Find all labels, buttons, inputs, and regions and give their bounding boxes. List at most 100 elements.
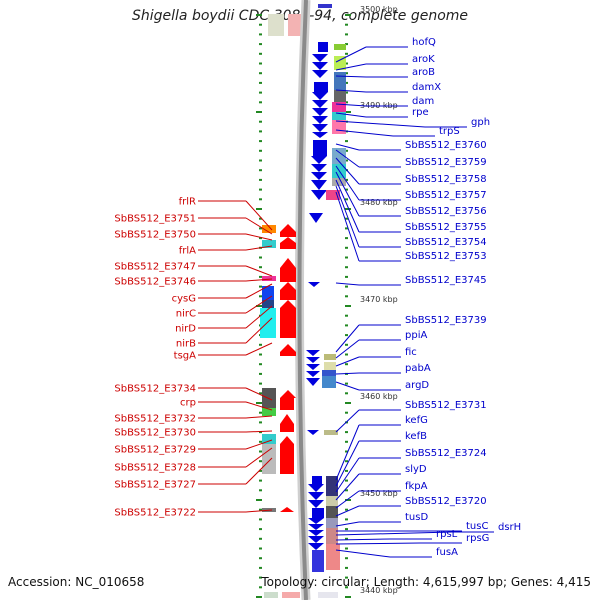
gene-label-aroB[interactable]: aroB: [412, 67, 435, 78]
gene-label-SbBS512_E3720[interactable]: SbBS512_E3720: [405, 496, 487, 507]
gene-label-slyD[interactable]: slyD: [405, 464, 427, 475]
feature-bar: [334, 44, 346, 50]
gene-label-SbBS512_E3760[interactable]: SbBS512_E3760: [405, 140, 487, 151]
gene-label-gph[interactable]: gph: [471, 117, 490, 128]
gene-label-SbBS512_E3757[interactable]: SbBS512_E3757: [405, 190, 487, 201]
tick-mark: [256, 14, 262, 16]
tick-mark: [259, 120, 262, 123]
gene-label-frlA[interactable]: frlA: [179, 246, 196, 257]
gene-label-ppiA[interactable]: ppiA: [405, 330, 427, 341]
gene-arrow: [306, 378, 320, 386]
gene-label-trpS[interactable]: trpS: [439, 126, 460, 137]
gene-label-SbBS512_E3722[interactable]: SbBS512_E3722: [114, 508, 196, 519]
gene-arrow: [308, 492, 324, 500]
gene-label-SbBS512_E3750[interactable]: SbBS512_E3750: [114, 230, 196, 241]
left-strand-genes: [280, 224, 296, 512]
tick-mark: [345, 149, 348, 152]
feature-bar: [326, 528, 338, 544]
gene-block: [280, 268, 296, 282]
top-faded-block: [268, 14, 284, 36]
gene-label-SbBS512_E3739[interactable]: SbBS512_E3739: [405, 315, 487, 326]
gene-label-nirC[interactable]: nirC: [176, 309, 196, 320]
gene-arrow: [280, 224, 296, 232]
gene-label-nirD[interactable]: nirD: [175, 324, 196, 335]
gene-label-pabA[interactable]: pabA: [405, 363, 431, 374]
tick-mark: [259, 411, 262, 414]
gene-label-fkpA[interactable]: fkpA: [405, 481, 428, 492]
gene-label-SbBS512_E3728[interactable]: SbBS512_E3728: [114, 463, 196, 474]
gene-label-SbBS512_E3732[interactable]: SbBS512_E3732: [114, 414, 196, 425]
tick-mark: [259, 566, 262, 569]
gene-label-SbBS512_E3746[interactable]: SbBS512_E3746: [114, 277, 196, 288]
tick-mark: [256, 305, 262, 307]
gene-label-SbBS512_E3753[interactable]: SbBS512_E3753: [405, 251, 487, 262]
gene-connector: [335, 143, 360, 151]
tick-mark: [345, 431, 348, 434]
gene-label-SbBS512_E3731[interactable]: SbBS512_E3731: [405, 400, 487, 411]
gene-arrow: [308, 543, 324, 550]
feature-bar: [332, 112, 346, 120]
tick-mark: [259, 130, 262, 133]
gene-label-tusD[interactable]: tusD: [405, 512, 428, 523]
gene-label-nirB[interactable]: nirB: [176, 339, 196, 350]
gene-label-dsrH[interactable]: dsrH: [498, 522, 521, 533]
tick-mark: [259, 353, 262, 356]
gene-label-tsgA[interactable]: tsgA: [174, 351, 196, 362]
feature-bar: [324, 430, 338, 435]
gene-label-SbBS512_E3724[interactable]: SbBS512_E3724: [405, 448, 487, 459]
gene-label-SbBS512_E3758[interactable]: SbBS512_E3758: [405, 174, 487, 185]
gene-connector: [245, 317, 273, 344]
gene-label-crp[interactable]: crp: [180, 398, 196, 409]
gene-label-SbBS512_E3759[interactable]: SbBS512_E3759: [405, 157, 487, 168]
tick-mark: [345, 324, 348, 327]
gene-label-fic[interactable]: fic: [405, 347, 417, 358]
feature-bar: [262, 434, 276, 444]
tick-mark: [345, 499, 351, 501]
tick-mark: [345, 314, 348, 317]
gene-label-frlR[interactable]: frlR: [179, 197, 196, 208]
gene-label-tusC[interactable]: tusC: [466, 521, 488, 532]
gene-connector: [335, 440, 360, 487]
gene-label-kefB[interactable]: kefB: [405, 431, 427, 442]
feature-bar: [334, 90, 346, 102]
gene-connector: [245, 342, 273, 356]
tick-mark: [259, 266, 262, 269]
gene-label-rpsG[interactable]: rpsG: [466, 533, 489, 544]
gene-label-fusA[interactable]: fusA: [436, 547, 458, 558]
gene-label-SbBS512_E3729[interactable]: SbBS512_E3729: [114, 445, 196, 456]
gene-label-rpe[interactable]: rpe: [412, 107, 429, 118]
gene-label-cysG[interactable]: cysG: [172, 294, 196, 305]
tick-mark: [259, 149, 262, 152]
tick-mark: [259, 586, 262, 589]
gene-label-SbBS512_E3727[interactable]: SbBS512_E3727: [114, 480, 196, 491]
gene-label-SbBS512_E3755[interactable]: SbBS512_E3755: [405, 222, 487, 233]
gene-label-SbBS512_E3756[interactable]: SbBS512_E3756: [405, 206, 487, 217]
gene-connector: [335, 409, 360, 433]
gene-block: [280, 232, 296, 237]
tick-mark: [259, 52, 262, 55]
gene-label-SbBS512_E3751[interactable]: SbBS512_E3751: [114, 214, 196, 225]
gene-label-SbBS512_E3730[interactable]: SbBS512_E3730: [114, 428, 196, 439]
gene-connector: [335, 179, 360, 233]
gene-label-argD[interactable]: argD: [405, 380, 429, 391]
tick-mark: [345, 586, 348, 589]
feature-bar: [262, 388, 276, 408]
gene-label-dam[interactable]: dam: [412, 96, 434, 107]
gene-label-SbBS512_E3754[interactable]: SbBS512_E3754: [405, 237, 487, 248]
gene-label-damX[interactable]: damX: [412, 82, 441, 93]
gene-label-SbBS512_E3747[interactable]: SbBS512_E3747: [114, 262, 196, 273]
gene-arrow: [308, 524, 324, 530]
gene-arrow: [309, 213, 323, 223]
gene-label-aroK[interactable]: aroK: [412, 54, 435, 65]
gene-connector: [245, 305, 273, 329]
gene-connector: [335, 157, 360, 185]
gene-label-SbBS512_E3734[interactable]: SbBS512_E3734: [114, 384, 196, 395]
tick-mark: [345, 411, 348, 414]
gene-label-SbBS512_E3745[interactable]: SbBS512_E3745: [405, 275, 487, 286]
tick-mark: [345, 14, 351, 16]
gene-connector: [335, 165, 360, 201]
gene-label-rpsL[interactable]: rpsL: [436, 529, 458, 540]
gene-label-kefG[interactable]: kefG: [405, 415, 428, 426]
gene-label-hofQ[interactable]: hofQ: [412, 37, 436, 48]
gene-connector: [245, 430, 273, 433]
